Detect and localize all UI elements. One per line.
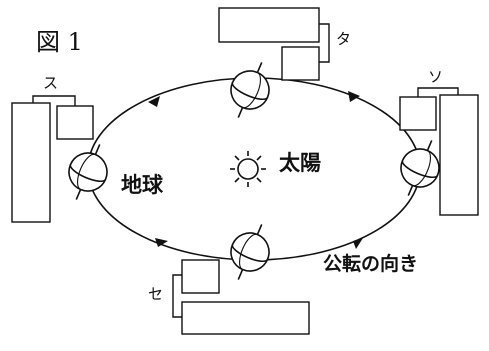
answer-group-ta <box>218 7 330 81</box>
answer-box-su-small[interactable] <box>56 105 94 140</box>
answer-box-se-wide[interactable] <box>181 301 310 335</box>
label-su: ス <box>43 74 59 92</box>
label-sun: 太陽 <box>279 151 321 175</box>
orbit-arrow-bottom-right <box>353 238 363 249</box>
label-so: ソ <box>428 68 444 86</box>
orbit-arrow-top-left <box>148 96 160 107</box>
figure-title: 図 1 <box>36 28 83 56</box>
label-se: セ <box>148 285 164 303</box>
label-earth: 地球 <box>121 173 163 197</box>
earth-globe-icon <box>68 144 108 200</box>
earth-globe-icon <box>400 140 440 196</box>
answer-box-ta-wide[interactable] <box>218 7 320 43</box>
label-ta: タ <box>336 30 352 48</box>
answer-box-se-small[interactable] <box>181 259 220 294</box>
answer-group-su <box>11 95 94 223</box>
earth-globe-icon <box>230 62 270 118</box>
sun-icon <box>230 151 266 187</box>
answer-box-so-tall[interactable] <box>439 94 479 216</box>
answer-box-ta-small[interactable] <box>281 46 320 81</box>
orbit-arrow-bottom-left <box>155 238 168 247</box>
answer-group-se <box>172 259 310 335</box>
orbit-arrow-icon <box>148 91 363 249</box>
orbit-arrow-top-right <box>348 91 360 102</box>
label-revolution-direction: 公転の向き <box>323 253 419 275</box>
answer-box-su-tall[interactable] <box>11 102 51 223</box>
earth-globe-icon <box>230 224 270 280</box>
answer-box-so-small[interactable] <box>399 96 437 131</box>
answer-group-so <box>399 87 479 216</box>
